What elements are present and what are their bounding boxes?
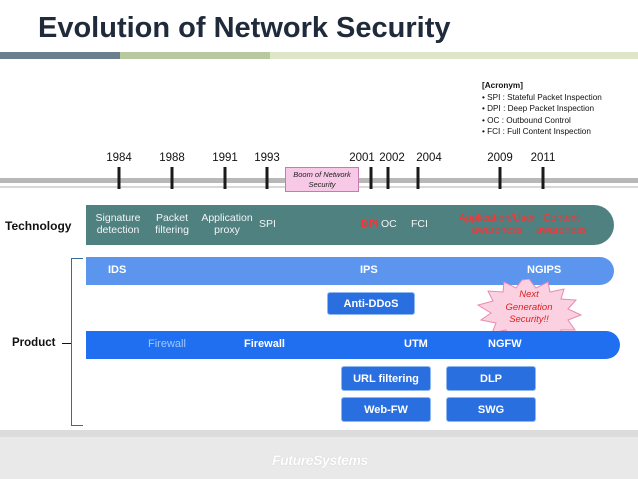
tech-line: awareness [471, 224, 523, 236]
year-tick [498, 167, 502, 189]
year-label: 1988 [159, 152, 185, 164]
product-firewall-early: Firewall [148, 338, 186, 350]
year-label: 2002 [379, 152, 405, 164]
tech-line: detection [96, 224, 140, 236]
technology-label: Technology [5, 219, 72, 233]
year-tick [117, 167, 121, 189]
product-ngfw: NGFW [488, 338, 522, 350]
product-utm: UTM [404, 338, 428, 350]
product-bracket [71, 258, 72, 426]
acronym-item: • OC : Outbound Control [482, 115, 571, 125]
acronym-legend: [Acronym] • SPI : Stateful Packet Inspec… [482, 80, 602, 138]
tech-packet-filtering: Packet filtering [150, 212, 194, 236]
year-tick [369, 167, 373, 189]
tech-line: Application/User [458, 212, 536, 224]
product-ids: IDS [108, 264, 127, 276]
product-anti-ddos: Anti-DDoS [327, 292, 415, 315]
product-arrow [62, 343, 71, 344]
product-ngips: NGIPS [527, 264, 562, 276]
product-swg: SWG [446, 397, 536, 422]
title-underline [0, 52, 638, 59]
acronym-item: • FCI : Full Content Inspection [482, 127, 591, 137]
acronym-header: [Acronym] [482, 81, 523, 90]
year-label: 1984 [106, 152, 132, 164]
next-gen-line: Security!! [509, 314, 549, 325]
year-tick [223, 167, 227, 189]
product-firewall: Firewall [244, 338, 285, 350]
tech-line: Application [201, 212, 253, 224]
tech-context-awareness: Context awareness [536, 212, 587, 236]
page-title: Evolution of Network Security [38, 12, 451, 44]
tech-line: Context [542, 212, 580, 224]
tech-line: proxy [214, 224, 240, 236]
year-label: 1993 [254, 152, 280, 164]
acronym-item: • SPI : Stateful Packet Inspection [482, 92, 602, 102]
year-tick [170, 167, 174, 189]
next-gen-line: Generation [505, 301, 553, 313]
product-bracket-bottom [71, 425, 83, 426]
firewall-band [86, 331, 620, 359]
tech-line: Packet [155, 212, 189, 224]
tech-dpi: DPI [361, 218, 379, 230]
tech-line: filtering [155, 224, 189, 236]
tech-signature-detection: Signature detection [93, 212, 143, 236]
product-bracket-top [71, 258, 83, 259]
year-label: 2011 [530, 152, 556, 164]
tech-application-user-awareness: Application/User awareness [457, 212, 537, 236]
year-tick [541, 167, 545, 189]
tech-oc: OC [381, 218, 397, 230]
tech-fci: FCI [411, 218, 428, 230]
product-dlp: DLP [446, 366, 536, 391]
year-label: 2001 [349, 152, 375, 164]
tech-spi: SPI [259, 218, 276, 230]
product-ips: IPS [360, 264, 378, 276]
footer-band-inner [0, 437, 638, 479]
technology-band [86, 205, 614, 245]
next-gen-line: Next [519, 289, 539, 300]
year-label: 2004 [416, 152, 442, 164]
year-label: 1991 [212, 152, 238, 164]
boom-line: Boom of Network [293, 170, 351, 179]
tech-line: Signature [95, 212, 141, 224]
next-generation-text: Next Generation Security!! [489, 289, 569, 327]
year-tick [265, 167, 269, 189]
tech-application-proxy: Application proxy [199, 212, 255, 236]
tech-line: awareness [536, 224, 587, 236]
boom-annotation: Boom of Network Security [285, 167, 359, 192]
year-tick [416, 167, 420, 189]
futuresystems-logo: FutureSystems [272, 452, 368, 468]
year-tick [386, 167, 390, 189]
product-url-filtering: URL filtering [341, 366, 431, 391]
product-label: Product [12, 337, 56, 349]
acronym-item: • DPI : Deep Packet Inspection [482, 104, 595, 114]
product-web-fw: Web-FW [341, 397, 431, 422]
boom-line: Security [308, 180, 336, 189]
year-label: 2009 [487, 152, 513, 164]
